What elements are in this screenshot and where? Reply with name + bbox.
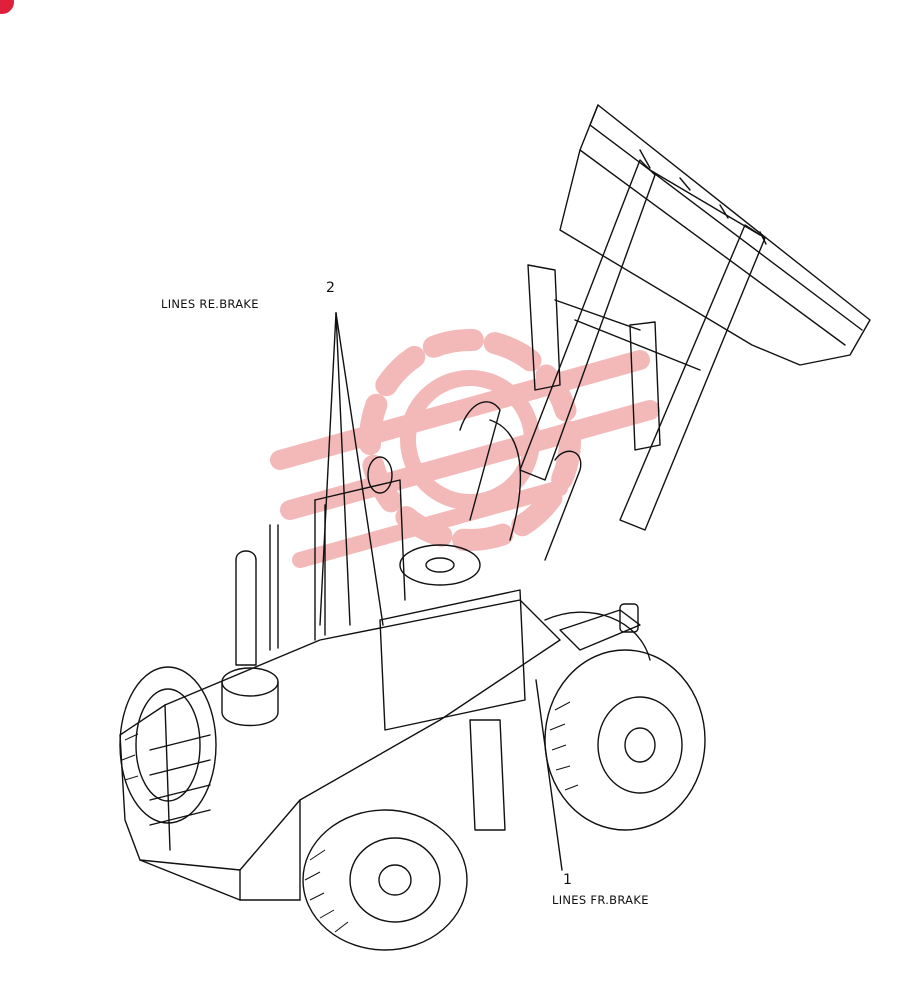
- callout-label-rear-brake-lines: LINES RE.BRAKE: [161, 297, 259, 311]
- callout-label-front-brake-lines: LINES FR.BRAKE: [552, 893, 649, 907]
- callout-number-1: 1: [563, 872, 572, 888]
- callout-number-2: 2: [326, 280, 335, 296]
- watermark-logo: [270, 329, 660, 568]
